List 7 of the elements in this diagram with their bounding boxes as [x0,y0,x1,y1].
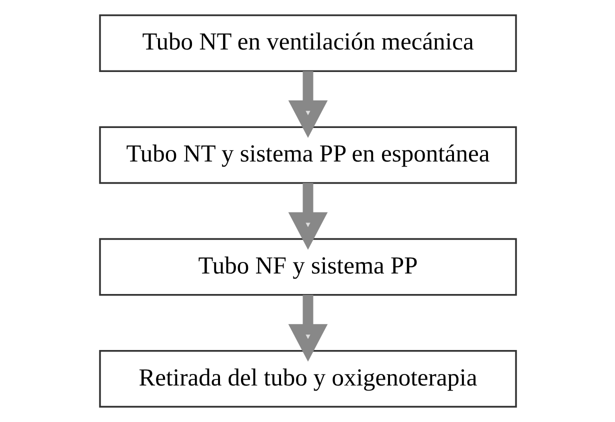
node-box: Tubo NT y sistema PP en espontánea [98,126,516,184]
node-box: Tubo NT en ventilación mecánica [98,14,516,72]
node-box: Retirada del tubo y oxigenoterapia [98,350,516,408]
arrow [288,294,328,362]
arrow [288,71,328,138]
node-box: Tubo NF y sistema PP [98,238,516,296]
arrow [288,183,328,250]
